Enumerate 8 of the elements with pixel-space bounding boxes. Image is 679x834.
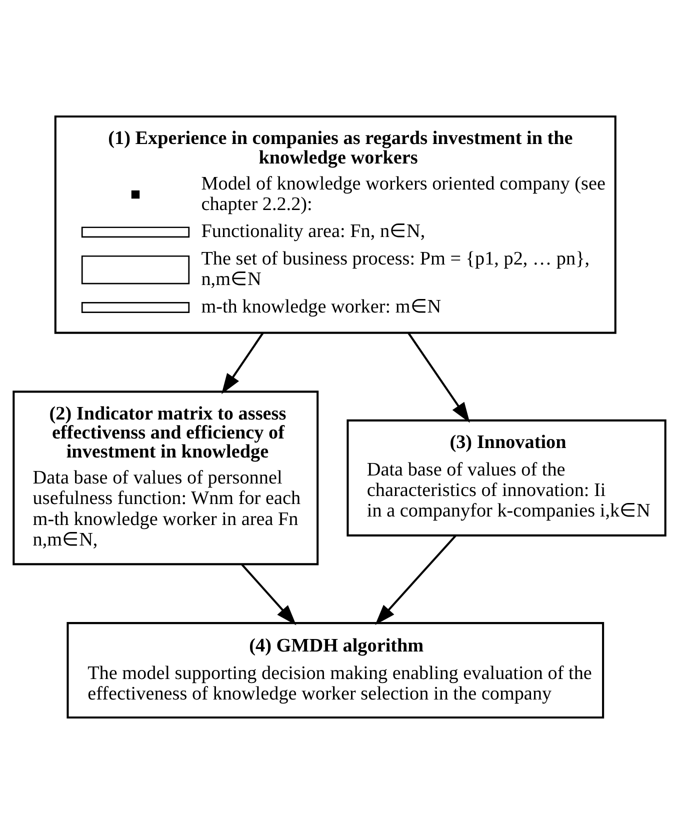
- arrow: [222, 332, 264, 394]
- node-box: (1) Experience in companies as regards investment in the knowledge workers Model of knowledge workers oriented company (see chapter 2.2.2): Functionality area: Fn, n∈N, The set of business process: Pm = {p1, p2, … pn}, n,m∈N m-th knowledge worker: m∈N: [54, 115, 616, 334]
- arrow: [375, 534, 456, 625]
- arrow: [408, 332, 470, 423]
- arrow: [241, 564, 296, 626]
- node-box: (2) Indicator matrix to assess effectivenss and efficiency of investment in knowledge Data base of values of personnel usefulness function: Wnm for each m-th knowledge worker in area Fn n,m∈N,: [12, 390, 319, 566]
- node-box: (4) GMDH algorithm The model supporting decision making enabling evaluation of the effectiveness of knowledge worker selection in the company: [66, 622, 604, 719]
- node-box: (3) Innovation Data base of values of the characteristics of innovation: Ii in a companyfor k-companies i,k∈N: [346, 419, 666, 536]
